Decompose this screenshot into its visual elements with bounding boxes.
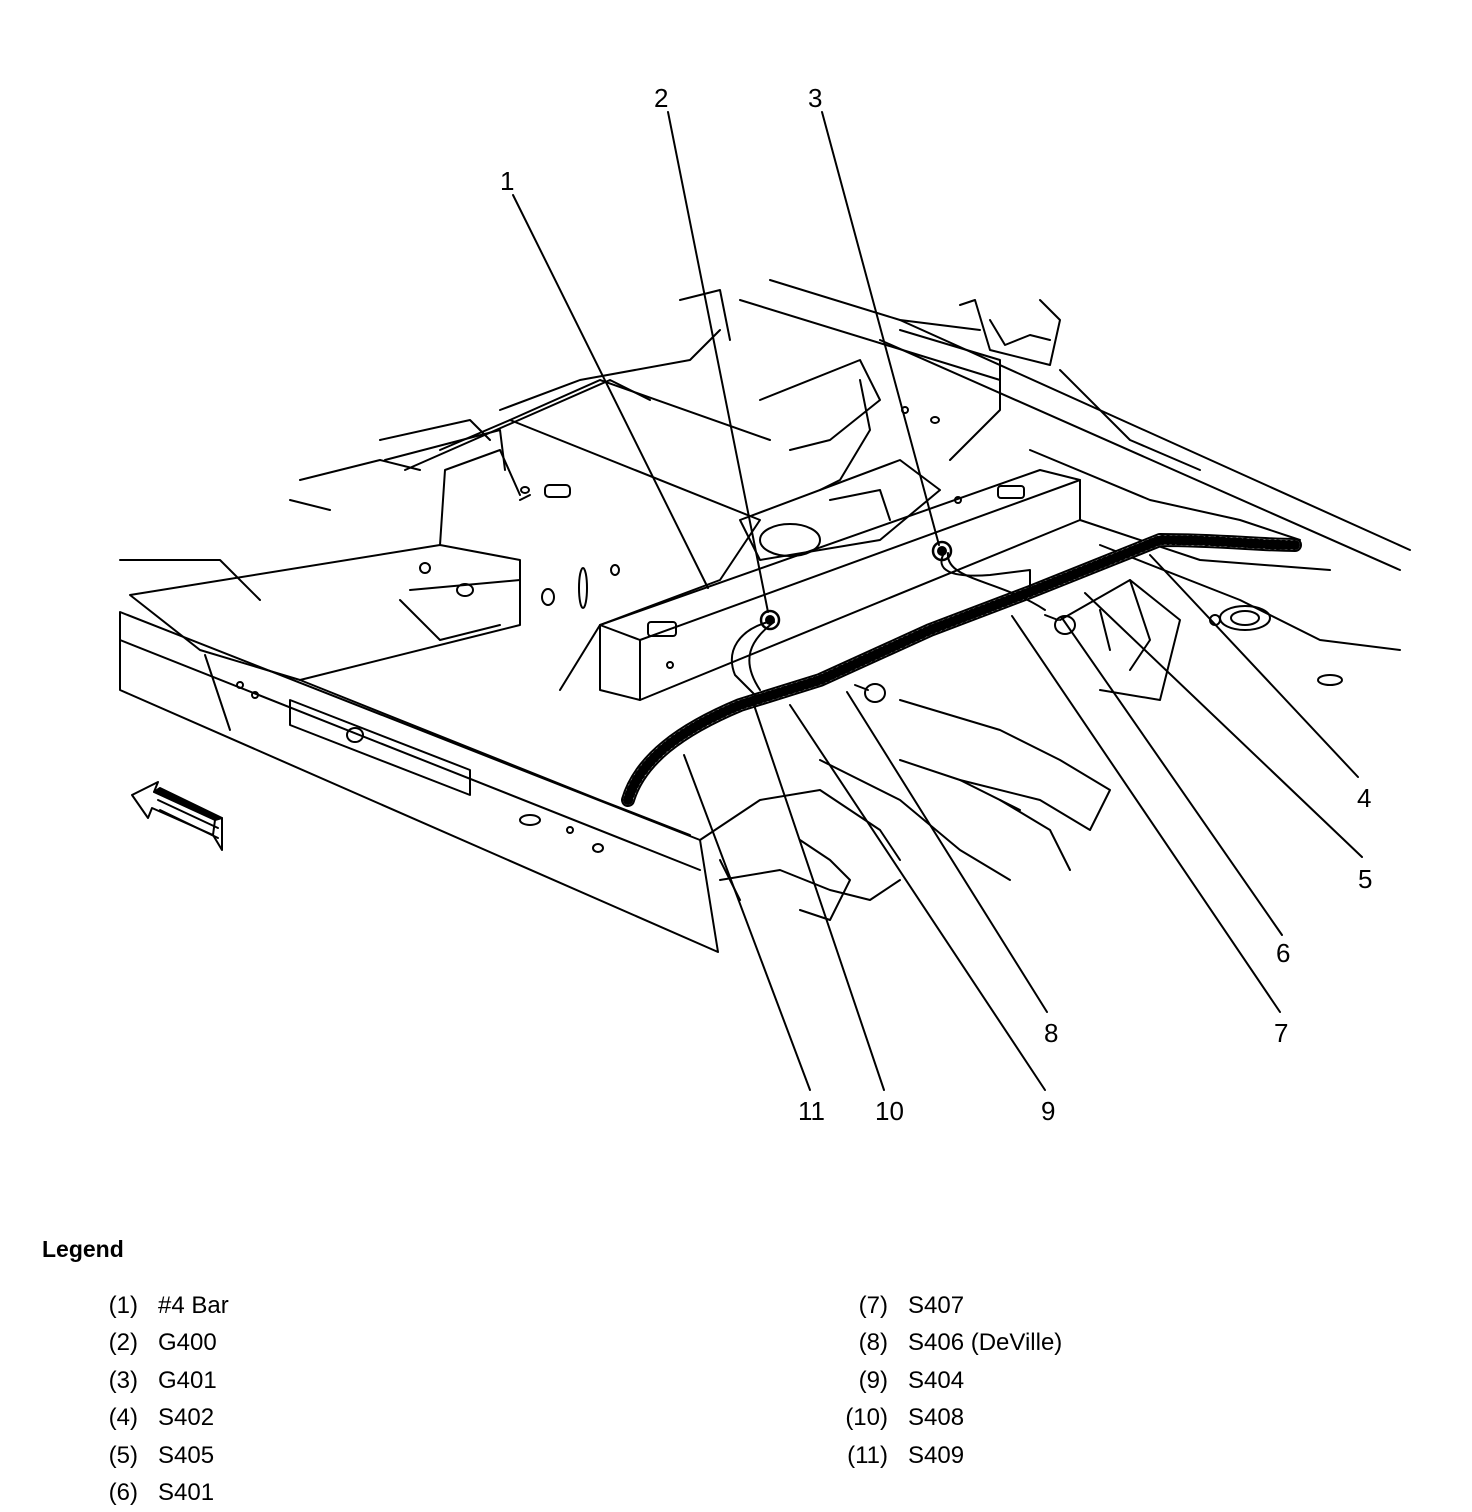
front-direction-arrow-icon [132, 782, 222, 850]
legend-number: (7) [832, 1292, 908, 1320]
callout-11: 11 [798, 1096, 825, 1126]
callout-5: 5 [1358, 864, 1372, 894]
legend-item: (11) S409 [832, 1437, 1062, 1475]
legend-label: S406 (DeVille) [908, 1329, 1062, 1357]
legend-item: (8) S406 (DeVille) [832, 1325, 1062, 1363]
legend-label: G401 [158, 1367, 217, 1395]
callout-leaders [513, 112, 1362, 1090]
legend-label: S408 [908, 1404, 964, 1432]
legend-item: (1) #4 Bar [100, 1287, 229, 1325]
legend-label: S401 [158, 1479, 214, 1507]
callout-4: 4 [1357, 783, 1371, 813]
legend-number: (4) [100, 1404, 158, 1432]
floor-pan-wiring-diagram: 1 2 3 4 5 6 7 8 9 10 11 [0, 0, 1472, 1170]
legend-number: (11) [832, 1442, 908, 1470]
legend-number: (3) [100, 1367, 158, 1395]
legend-number: (6) [100, 1479, 158, 1507]
callout-6: 6 [1276, 938, 1290, 968]
legend-label: S407 [908, 1292, 964, 1320]
legend-item: (2) G400 [100, 1325, 229, 1363]
legend-label: G400 [158, 1329, 217, 1357]
legend-number: (9) [832, 1367, 908, 1395]
legend-label: #4 Bar [158, 1292, 229, 1320]
legend-number: (5) [100, 1442, 158, 1470]
legend-number: (2) [100, 1329, 158, 1357]
vehicle-underbody [120, 280, 1410, 952]
splice-connector [855, 615, 1075, 702]
callout-3: 3 [808, 83, 822, 113]
legend-column-left: (1) #4 Bar (2) G400 (3) G401 (4) S402 (5… [100, 1287, 229, 1512]
callout-8: 8 [1044, 1018, 1058, 1048]
legend-title: Legend [42, 1236, 124, 1263]
legend-item: (5) S405 [100, 1437, 229, 1475]
legend-number: (8) [832, 1329, 908, 1357]
callout-10: 10 [875, 1096, 904, 1126]
legend-item: (3) G401 [100, 1362, 229, 1400]
legend-item: (7) S407 [832, 1287, 1062, 1325]
callout-2: 2 [654, 83, 668, 113]
legend-item: (10) S408 [832, 1400, 1062, 1438]
legend-label: S409 [908, 1442, 964, 1470]
legend-label: S405 [158, 1442, 214, 1470]
legend-label: S402 [158, 1404, 214, 1432]
legend-number: (1) [100, 1292, 158, 1320]
callout-labels: 1 2 3 4 5 6 7 8 9 10 11 [500, 83, 1372, 1126]
callout-1: 1 [500, 166, 514, 196]
callout-9: 9 [1041, 1096, 1055, 1126]
legend-item: (6) S401 [100, 1475, 229, 1512]
legend-label: S404 [908, 1367, 964, 1395]
legend-column-right: (7) S407 (8) S406 (DeVille) (9) S404 (10… [832, 1287, 1062, 1475]
legend-number: (10) [832, 1404, 908, 1432]
legend-item: (4) S402 [100, 1400, 229, 1438]
callout-7: 7 [1274, 1018, 1288, 1048]
legend-item: (9) S404 [832, 1362, 1062, 1400]
